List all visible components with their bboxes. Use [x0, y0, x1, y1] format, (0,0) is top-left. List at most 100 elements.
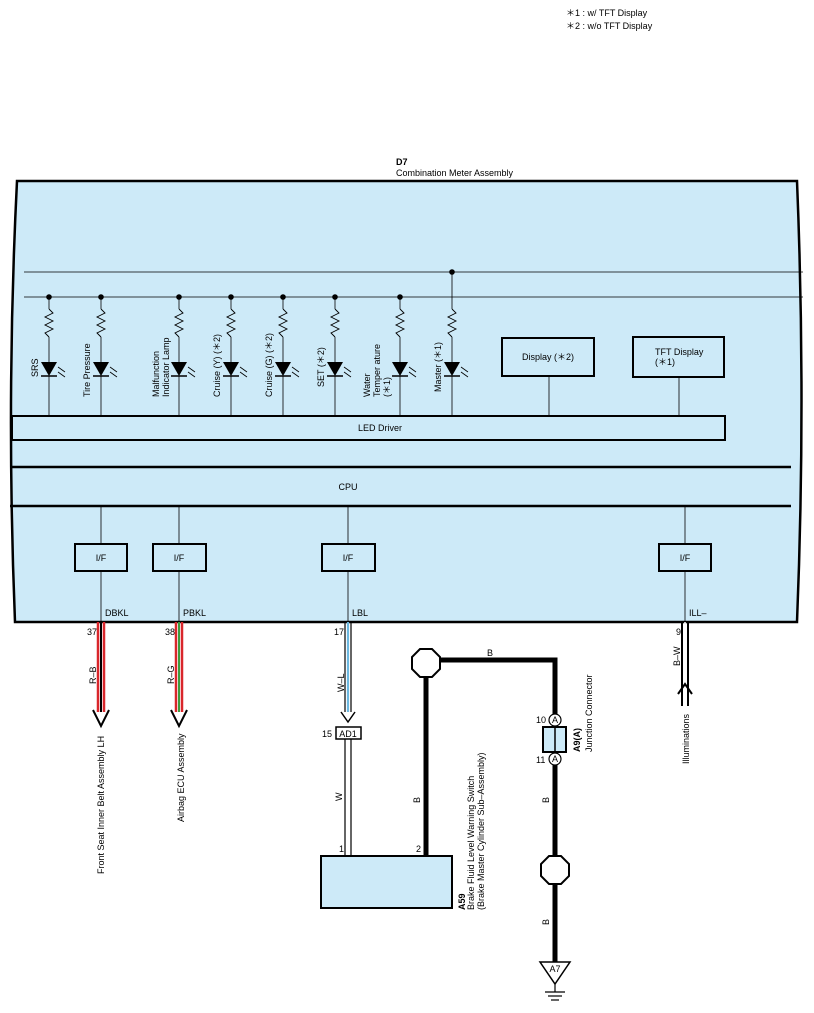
led-ray [343, 371, 352, 378]
terminal-ill: ILL– [689, 608, 707, 618]
junction-letter-top: A [552, 715, 558, 725]
led-ray [239, 371, 248, 378]
tft-display-note: (＊1) [655, 357, 675, 367]
if-lbl: I/F LBL [321, 506, 376, 622]
led-ray [57, 366, 66, 373]
if-dbkl-label: I/F [96, 553, 107, 563]
if-ill: I/F ILL– [658, 506, 712, 622]
wire-b-label-lower-1: B [541, 797, 551, 803]
led-label-tire-pressure: Tire Pressure [82, 343, 92, 397]
switch-subname: (Brake Master Cylinder Sub–Assembly) [476, 752, 486, 910]
switch-pin-1: 1 [339, 844, 344, 854]
led-diode [275, 362, 291, 376]
note-2: ＊2 : w/o TFT Display [566, 21, 653, 31]
meter-code: D7 [396, 157, 408, 167]
led-ray [187, 366, 196, 373]
led-driver-label: LED Driver [358, 423, 402, 433]
resistor-symbol [43, 308, 55, 338]
wire-w-l-label: W–L [336, 673, 346, 692]
dest-airbag-ecu: Airbag ECU Assembly [176, 733, 186, 822]
junction-letter-bottom: A [552, 754, 558, 764]
led-label-cruise-y: Cruise (Y) (＊2) [212, 334, 222, 397]
resistor-symbol [446, 308, 458, 338]
led-ray [109, 371, 118, 378]
pin-9: 9 [676, 627, 681, 637]
led-ray [408, 371, 417, 378]
if-dbkl: I/F DBKL [74, 506, 129, 622]
switch-name: Brake Fluid Level Warning Switch [466, 776, 476, 910]
if-ill-label: I/F [680, 553, 691, 563]
led-label-water: Water [362, 373, 372, 397]
ground-triangle [538, 961, 572, 986]
wire-r-b [92, 622, 110, 729]
wire-w-label: W [334, 792, 344, 801]
tft-display-box [632, 336, 725, 378]
splice-octagon-bottom [540, 855, 570, 885]
splice-octagon-top [411, 648, 441, 678]
ad1-pin: 15 [322, 729, 332, 739]
dest-front-seat-belt: Front Seat Inner Belt Assembly LH [96, 736, 106, 874]
junction-name: Junction Connector [584, 674, 594, 752]
led-ray [460, 366, 469, 373]
terminal-dbkl: DBKL [105, 608, 129, 618]
led-ray [291, 366, 300, 373]
led-label-indicator-lamp: Indicator Lamp [161, 337, 171, 397]
resistor-symbol [329, 308, 341, 338]
led-ray [343, 366, 352, 373]
wire-b-w [677, 622, 693, 706]
wire-b-w-label: B–W [672, 646, 682, 666]
wire-b-main [423, 657, 558, 856]
resistor-symbol [394, 308, 406, 338]
wire-b-label-lower-2: B [541, 919, 551, 925]
led-label-set: SET (＊2) [316, 347, 326, 387]
display-box [501, 337, 595, 377]
pin-37: 37 [87, 627, 97, 637]
led-diode [223, 362, 239, 376]
ad1-box [335, 726, 362, 740]
wire-b-label-top: B [487, 648, 493, 658]
display-label: Display (＊2) [522, 352, 574, 362]
led-ray [239, 366, 248, 373]
wire-b-label-switch: B [412, 797, 422, 803]
led-diode [444, 362, 460, 376]
led-diode [392, 362, 408, 376]
meter-name: Combination Meter Assembly [396, 168, 514, 178]
pin-17: 17 [334, 627, 344, 637]
led-diode [41, 362, 57, 376]
switch-code: A59 [457, 893, 467, 910]
resistor-symbol [173, 308, 185, 338]
junction-pin-top-circle [548, 713, 562, 727]
led-ray [109, 366, 118, 373]
wire-r-b-label: R–B [88, 666, 98, 684]
tft-display-label: TFT Display [655, 347, 704, 357]
wire-r-g [170, 622, 188, 729]
led-ray [291, 371, 300, 378]
ad1-label: AD1 [339, 729, 357, 739]
wire-r-g-label: R–G [166, 665, 176, 684]
meter-panel [9, 179, 803, 624]
if-pbkl: I/F PBKL [152, 506, 207, 622]
dest-illuminations: Illuminations [681, 713, 691, 764]
led-diode [93, 362, 109, 376]
cpu-label: CPU [338, 482, 357, 492]
resistor-symbol [277, 308, 289, 338]
junction-pin-11: 11 [536, 755, 545, 765]
led-diode [171, 362, 187, 376]
if-lbl-label: I/F [343, 553, 354, 563]
ground-code: A7 [549, 964, 560, 974]
led-label-srs: SRS [30, 358, 40, 377]
led-label-master: Master (＊1) [433, 342, 443, 392]
resistor-symbol [225, 308, 237, 338]
led-label-cruise-g: Cruise (G) (＊2) [264, 333, 274, 397]
brake-switch-box [320, 855, 453, 909]
led-ray [408, 366, 417, 373]
led-ray [187, 371, 196, 378]
led-driver-box [11, 415, 726, 441]
junction-code: A9(A) [572, 728, 582, 752]
pin-38: 38 [165, 627, 175, 637]
switch-pin-2: 2 [416, 844, 421, 854]
led-indicators [41, 272, 469, 416]
terminal-pbkl: PBKL [183, 608, 206, 618]
junction-pin-10: 10 [536, 715, 546, 725]
